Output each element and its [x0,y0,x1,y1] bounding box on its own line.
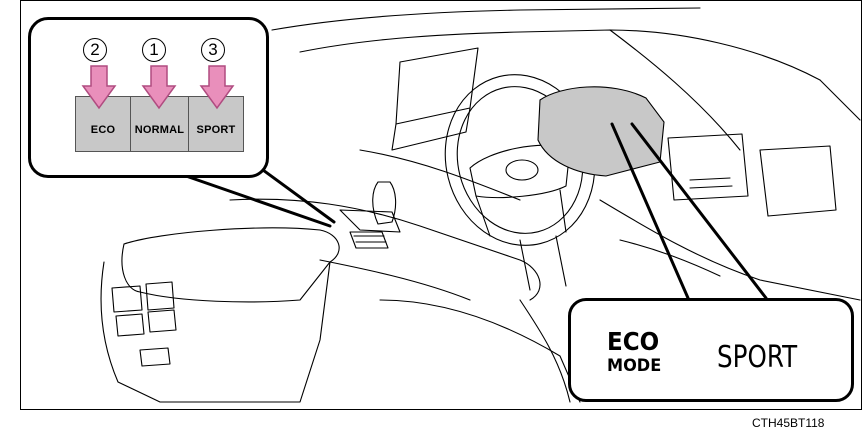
figure-code: CTH45BT118 [752,416,824,430]
armrest-front [122,244,140,292]
air-vent-far-right [760,146,836,216]
press-arrow-icon [141,64,177,112]
center-display [396,48,478,124]
air-vent-right [668,134,748,200]
drive-mode-callout: 2 1 3 ECO NORMAL SPORT [28,17,269,178]
rear-vent-left [112,286,142,312]
display-base [392,108,470,150]
dash-edge-line [820,80,860,120]
meter-highlight [538,87,664,176]
number-marker: 3 [201,38,225,62]
number-marker: 1 [142,38,166,62]
rear-usb [140,348,170,366]
eco-indicator-text: ECO [607,329,659,354]
indicator-callout: ECO MODE SPORT [568,298,854,402]
console-top [230,199,540,300]
armrest [124,228,339,302]
press-arrow-icon [199,64,235,112]
number-marker: 2 [83,38,107,62]
press-arrow-icon [81,64,117,112]
seat-line [380,300,580,402]
sport-indicator-text: SPORT [717,343,797,373]
steering-logo [506,160,538,180]
drive-mode-switch [350,232,388,248]
dash-lower-line [360,150,520,200]
eco-mode-indicator-text: MODE [607,357,661,375]
vent-slats [690,178,732,188]
floor-line [520,300,570,402]
console-side [320,260,470,300]
windshield-line [272,8,700,30]
shift-area [340,210,400,232]
leader-line-right-b [632,124,766,298]
rear-vents-lower [116,310,176,336]
dash-top-line [300,30,820,80]
switch-detail [354,236,386,242]
rear-console [101,262,330,402]
